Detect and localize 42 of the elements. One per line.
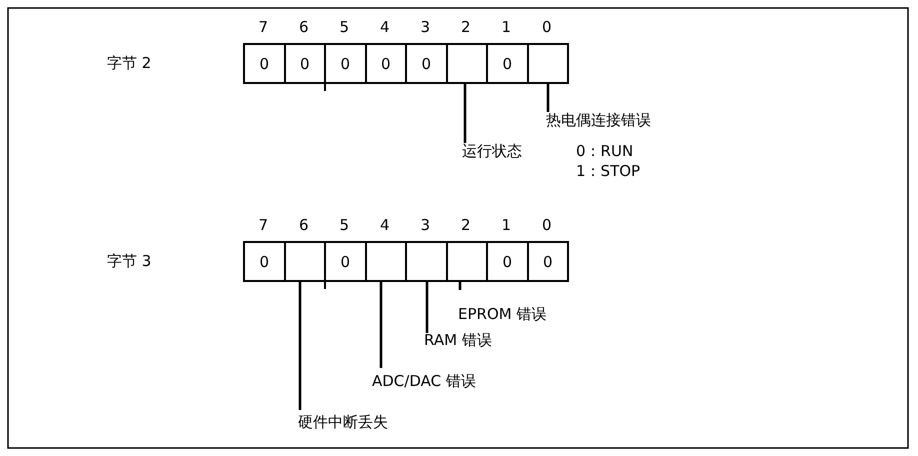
leader-line [546, 84, 550, 112]
leader-label: RAM 错误 [424, 331, 492, 349]
bit-cell: 0 [364, 43, 407, 84]
bit-cell: 0 [243, 43, 286, 84]
leader-line [464, 84, 466, 143]
bit-cell: 0 [526, 241, 569, 282]
bit-cell: 0 [243, 241, 286, 282]
bit-number: 2 [460, 216, 472, 234]
bit-number: 2 [460, 18, 472, 36]
bit-number: 7 [257, 18, 270, 36]
bit-cell: 0 [324, 241, 366, 282]
leader-line [298, 282, 302, 410]
leader-label: EPROM 错误 [458, 305, 546, 323]
bit-cell: 0 [486, 241, 528, 282]
bit-number: 5 [338, 216, 350, 234]
leader-label: 硬件中断丢失 [298, 413, 388, 431]
leader-label: 热电偶连接错误 [546, 111, 651, 129]
leader-line [458, 282, 462, 290]
bit-number: 4 [378, 18, 391, 36]
leader-label: ADC/DAC 错误 [372, 372, 476, 390]
bit-cell: 0 [486, 43, 528, 84]
byte-label: 字节 3 [107, 252, 152, 270]
bit-number: 1 [500, 216, 512, 234]
bit-number: 3 [419, 216, 432, 234]
state-note: 0：RUN [576, 142, 634, 160]
bit-number: 6 [298, 18, 310, 36]
bit-number: 0 [540, 18, 553, 36]
bit-cell: 0 [284, 43, 326, 84]
bit-number: 4 [378, 216, 391, 234]
bit-number: 7 [257, 216, 270, 234]
bit-number: 0 [540, 216, 553, 234]
state-note: 1：STOP [576, 162, 640, 180]
leader-line [380, 282, 382, 368]
bit-number: 1 [500, 18, 512, 36]
leader-label: 运行状态 [462, 142, 522, 160]
bit-cell: 0 [405, 43, 448, 84]
byte-label: 字节 2 [107, 54, 152, 72]
bit-number: 3 [419, 18, 432, 36]
bit-cell: 0 [324, 43, 366, 84]
bit-number: 6 [298, 216, 310, 234]
bit-number: 5 [338, 18, 350, 36]
leader-line [426, 282, 428, 333]
